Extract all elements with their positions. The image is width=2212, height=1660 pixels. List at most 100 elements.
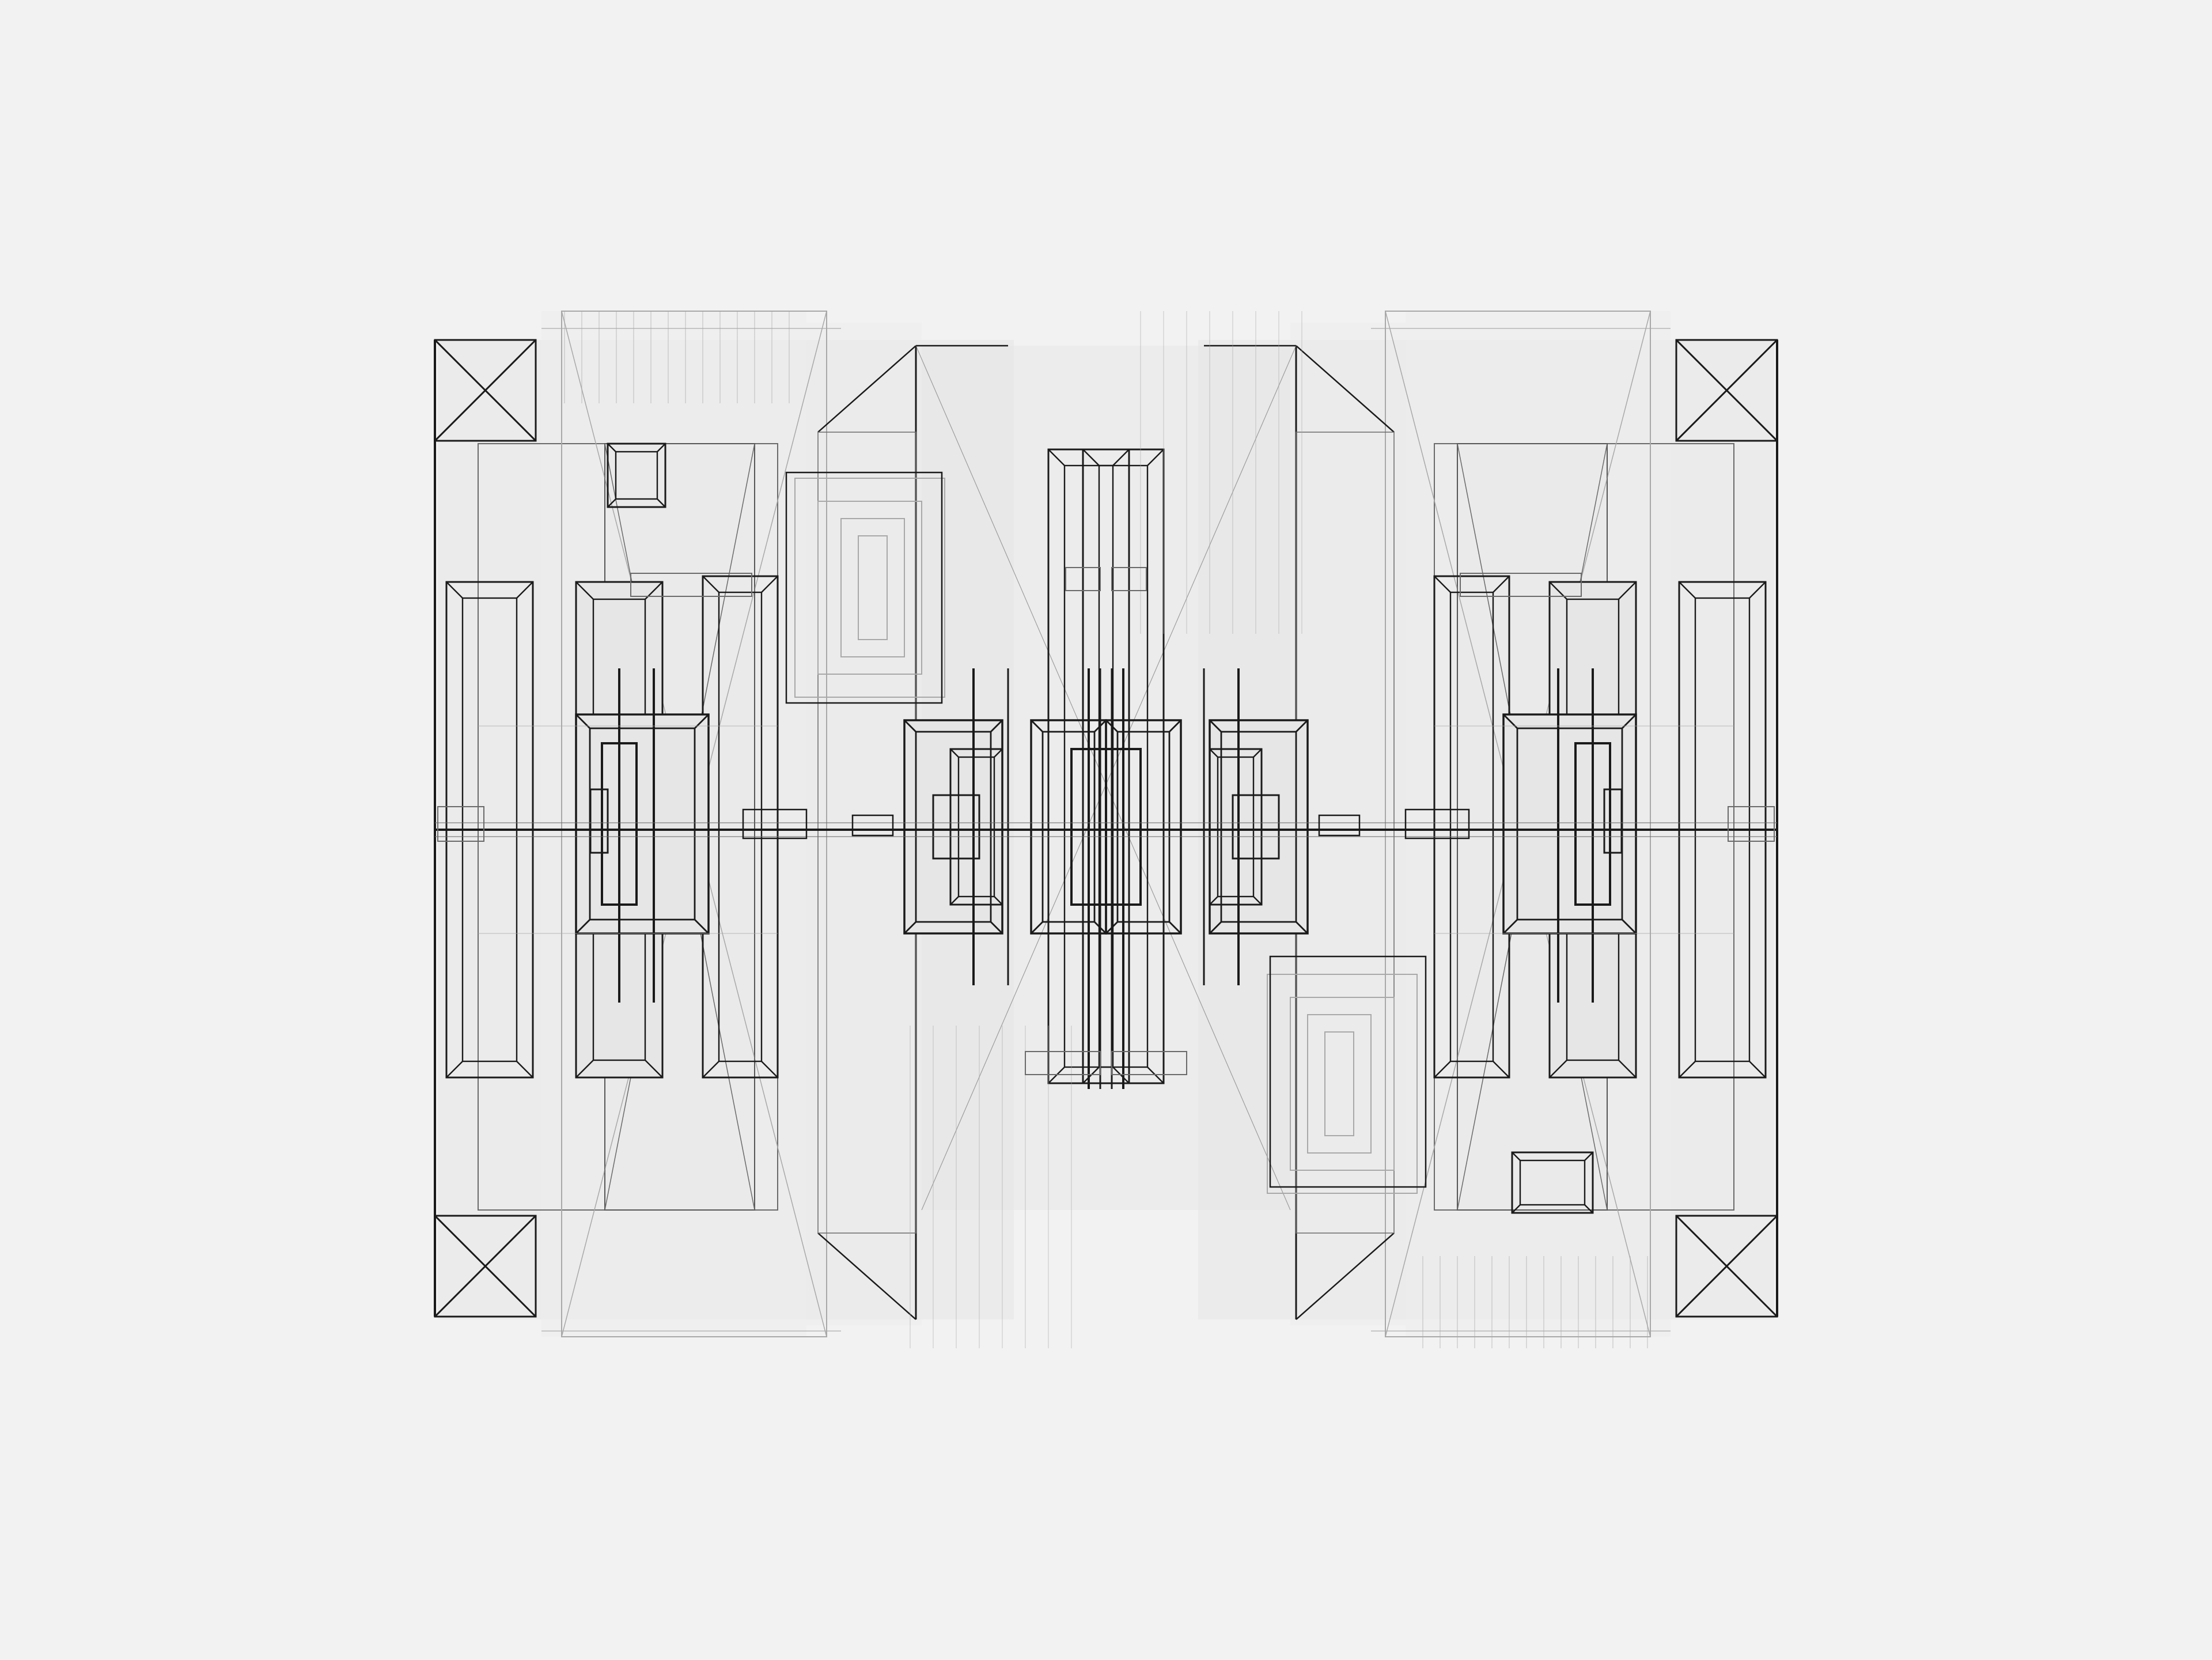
col-b-right-bevel-tr xyxy=(1618,581,1637,600)
centre-box-c-right-bevel-br xyxy=(1169,921,1181,934)
centre-box-a-left-bevel-tl xyxy=(904,720,916,732)
step-bottom-frame xyxy=(1269,955,1427,1188)
corner-block-top-bevel-br xyxy=(657,498,666,508)
axis-sleeve-a-left xyxy=(742,808,808,840)
centre-box-b-right-bevel-bl xyxy=(1209,896,1218,905)
centre-box-b-left-bevel-tl xyxy=(950,748,959,758)
step-bottom-1 xyxy=(1290,997,1395,1171)
step-bottom-3 xyxy=(1324,1031,1354,1136)
centre-box-b-right-bevel-br xyxy=(1253,896,1262,905)
centre-box-a-right-inner xyxy=(1220,731,1297,923)
corner-block-top-outer xyxy=(607,443,666,508)
centre-box-b-right-bevel-tl xyxy=(1209,748,1218,758)
col-a-left-bevel-tl xyxy=(446,581,463,599)
corner-block-top-bevel-tr xyxy=(657,443,666,452)
centre-box-a-right-bevel-bl xyxy=(1209,921,1222,934)
tall-slant-top-left xyxy=(817,345,916,433)
col-a-right-bevel-tr xyxy=(1749,581,1766,599)
corner-x-top-left-diag-b xyxy=(434,339,537,442)
col-c-right-inner xyxy=(1449,591,1494,1062)
long-diagonal-right xyxy=(921,345,1297,1211)
frame-faint-diag-left-frame xyxy=(561,311,827,1337)
col-c-right-bevel-tr xyxy=(1493,576,1510,593)
centre-box-b-right-bevel-tr xyxy=(1253,748,1262,758)
tall-slant-top-right xyxy=(1296,345,1395,433)
step-bottom-0 xyxy=(1267,974,1418,1194)
col-c-right-bevel-tl xyxy=(1434,576,1451,593)
centre-nub-left xyxy=(932,794,980,860)
centre-box-c-left-inner xyxy=(1041,731,1096,923)
cluster-nub-left xyxy=(589,788,609,854)
col-b-right-bevel-br xyxy=(1618,1060,1637,1078)
centre-box-b-left-bevel-tr xyxy=(994,748,1003,758)
centre-box-b-left-bevel-bl xyxy=(950,896,959,905)
centre-box-b-left-outer xyxy=(949,748,1003,906)
step-top-2 xyxy=(840,518,905,657)
axis-sleeve-b-right xyxy=(1318,814,1361,837)
centre-box-a-left-outer xyxy=(903,719,1003,935)
centre-box-a-left-bevel-bl xyxy=(904,921,916,934)
col-c-right-bevel-bl xyxy=(1434,1061,1451,1078)
centre-box-a-left-inner xyxy=(915,731,992,923)
corner-block-bottom-outer xyxy=(1511,1151,1594,1214)
corner-block-bottom-bevel-tr xyxy=(1584,1152,1593,1161)
axis-sleeve-outer-left xyxy=(437,806,484,842)
centre-box-c-right-inner xyxy=(1116,731,1171,923)
col-c-left-bevel-tr xyxy=(761,576,778,593)
cluster-outer-right-outer xyxy=(1502,713,1637,935)
frame-faint-diag-right-frame xyxy=(1385,311,1651,1337)
corner-block-top-bevel-bl xyxy=(607,498,616,508)
cluster-outer-left-bevel-bl xyxy=(575,919,590,934)
col-centre-left-bevel-tl xyxy=(1048,449,1065,466)
col-c-left-bevel-br xyxy=(761,1061,778,1078)
corner-block-bottom-bevel-bl xyxy=(1512,1204,1521,1213)
centre-nub-right xyxy=(1232,794,1280,860)
col-a-left-bevel-br xyxy=(516,1061,533,1078)
corner-block-bottom-bevel-tl xyxy=(1512,1152,1521,1161)
centre-box-a-right-bevel-tl xyxy=(1209,720,1222,732)
centre-box-b-right-inner xyxy=(1217,756,1255,898)
centre-box-a-right-outer xyxy=(1209,719,1309,935)
small-bar-top-left xyxy=(630,573,752,597)
step-top-0 xyxy=(794,478,945,698)
col-b-left-bevel-bl xyxy=(575,1060,594,1078)
step-top-frame xyxy=(785,471,943,704)
centre-box-c-right-bevel-tr xyxy=(1169,720,1181,732)
small-bar-lower-left xyxy=(1111,1051,1187,1075)
corner-x-top-right-diag-b xyxy=(1675,339,1778,442)
axis-sleeve-outer-right xyxy=(1728,806,1775,842)
centre-box-a-right-bevel-br xyxy=(1296,921,1308,934)
axis-sleeve-b-left xyxy=(851,814,894,837)
col-b-left-bevel-br xyxy=(645,1060,663,1078)
col-a-left-bevel-bl xyxy=(446,1061,463,1078)
cluster-outer-right-bevel-br xyxy=(1622,919,1637,934)
col-a-right-bevel-tl xyxy=(1679,581,1696,599)
corner-x-bottom-right-diag-b xyxy=(1675,1215,1778,1318)
small-bar-centre-right xyxy=(1065,567,1101,591)
small-bar-centre-left xyxy=(1111,567,1147,591)
col-b-right-bevel-bl xyxy=(1549,1060,1567,1078)
corner-block-bottom-bevel-br xyxy=(1584,1204,1593,1213)
cluster-outer-left-outer xyxy=(575,713,710,935)
small-bar-lower-right xyxy=(1025,1051,1101,1075)
centre-box-b-left-bevel-br xyxy=(994,896,1003,905)
col-c-left-bevel-bl xyxy=(702,1061,719,1078)
corner-block-top-bevel-tl xyxy=(607,443,616,452)
step-top-3 xyxy=(858,535,888,640)
tall-slant-bottom-left xyxy=(817,1232,916,1320)
corner-block-top-inner xyxy=(615,451,658,500)
long-diagonal-left xyxy=(915,345,1291,1211)
col-centre-left-bevel-tr xyxy=(1112,449,1130,466)
tall-slant-bottom-right xyxy=(1296,1232,1395,1320)
corner-x-bottom-left-diag-b xyxy=(434,1215,537,1318)
centre-box-c-left-bevel-tl xyxy=(1031,720,1043,732)
col-a-left-bevel-tr xyxy=(516,581,533,599)
col-a-right-bevel-bl xyxy=(1679,1061,1696,1078)
col-c-left-bevel-tl xyxy=(702,576,719,593)
axis-sleeve-a-right xyxy=(1404,808,1470,840)
panel-gap-left xyxy=(806,323,922,1325)
panel-gap-right xyxy=(1290,323,1406,1325)
centre-box-b-right-outer xyxy=(1209,748,1263,906)
col-centre-right-bevel-tl xyxy=(1082,449,1100,466)
